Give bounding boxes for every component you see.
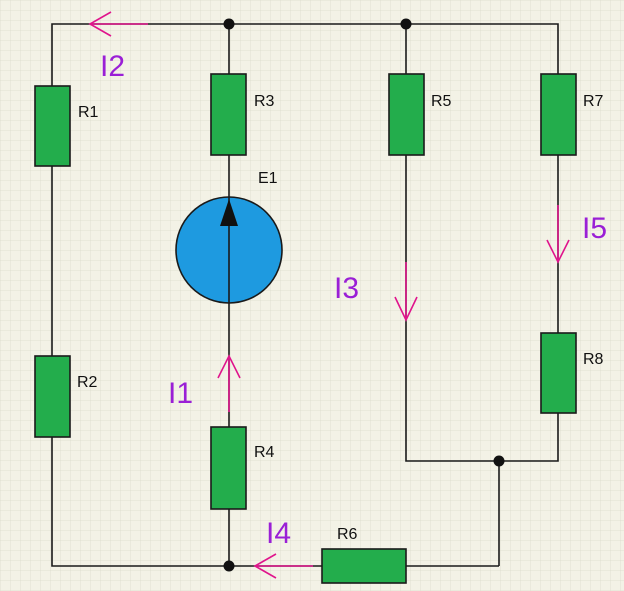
- resistor-r2: [34, 355, 71, 438]
- voltage-source-e1-label: E1: [258, 170, 278, 187]
- resistor-r6-label: R6: [337, 526, 358, 543]
- resistor-r8-label: R8: [583, 351, 604, 368]
- resistor-r2-label: R2: [77, 374, 98, 391]
- current-arrow-i2: [88, 11, 148, 37]
- resistor-r8: [540, 332, 577, 414]
- resistor-r3: [210, 73, 247, 156]
- current-label-i5: I5: [582, 212, 607, 245]
- junction-node-top-right: [400, 18, 412, 30]
- current-arrow-i4: [253, 553, 313, 579]
- resistor-r1-label: R1: [78, 104, 99, 121]
- current-label-i4: I4: [266, 517, 291, 550]
- junction-node-top-middle: [223, 18, 235, 30]
- resistor-r4-label: R4: [254, 444, 275, 461]
- resistor-r5-label: R5: [431, 93, 452, 110]
- junction-node-bottom: [223, 560, 235, 572]
- current-arrow-i3: [394, 262, 418, 322]
- current-label-i2: I2: [100, 50, 125, 83]
- resistor-r5: [388, 73, 425, 156]
- current-arrow-i1: [217, 354, 241, 412]
- voltage-source-e1: [175, 196, 283, 304]
- resistor-r4: [210, 426, 247, 510]
- resistor-r7: [540, 73, 577, 156]
- current-label-i1: I1: [168, 377, 193, 410]
- resistor-r7-label: R7: [583, 93, 604, 110]
- current-arrow-i5: [546, 205, 570, 264]
- resistor-r6: [321, 548, 407, 584]
- current-label-i3: I3: [334, 272, 359, 305]
- resistor-r3-label: R3: [254, 93, 275, 110]
- resistor-r1: [34, 85, 71, 167]
- junction-node-right: [493, 455, 505, 467]
